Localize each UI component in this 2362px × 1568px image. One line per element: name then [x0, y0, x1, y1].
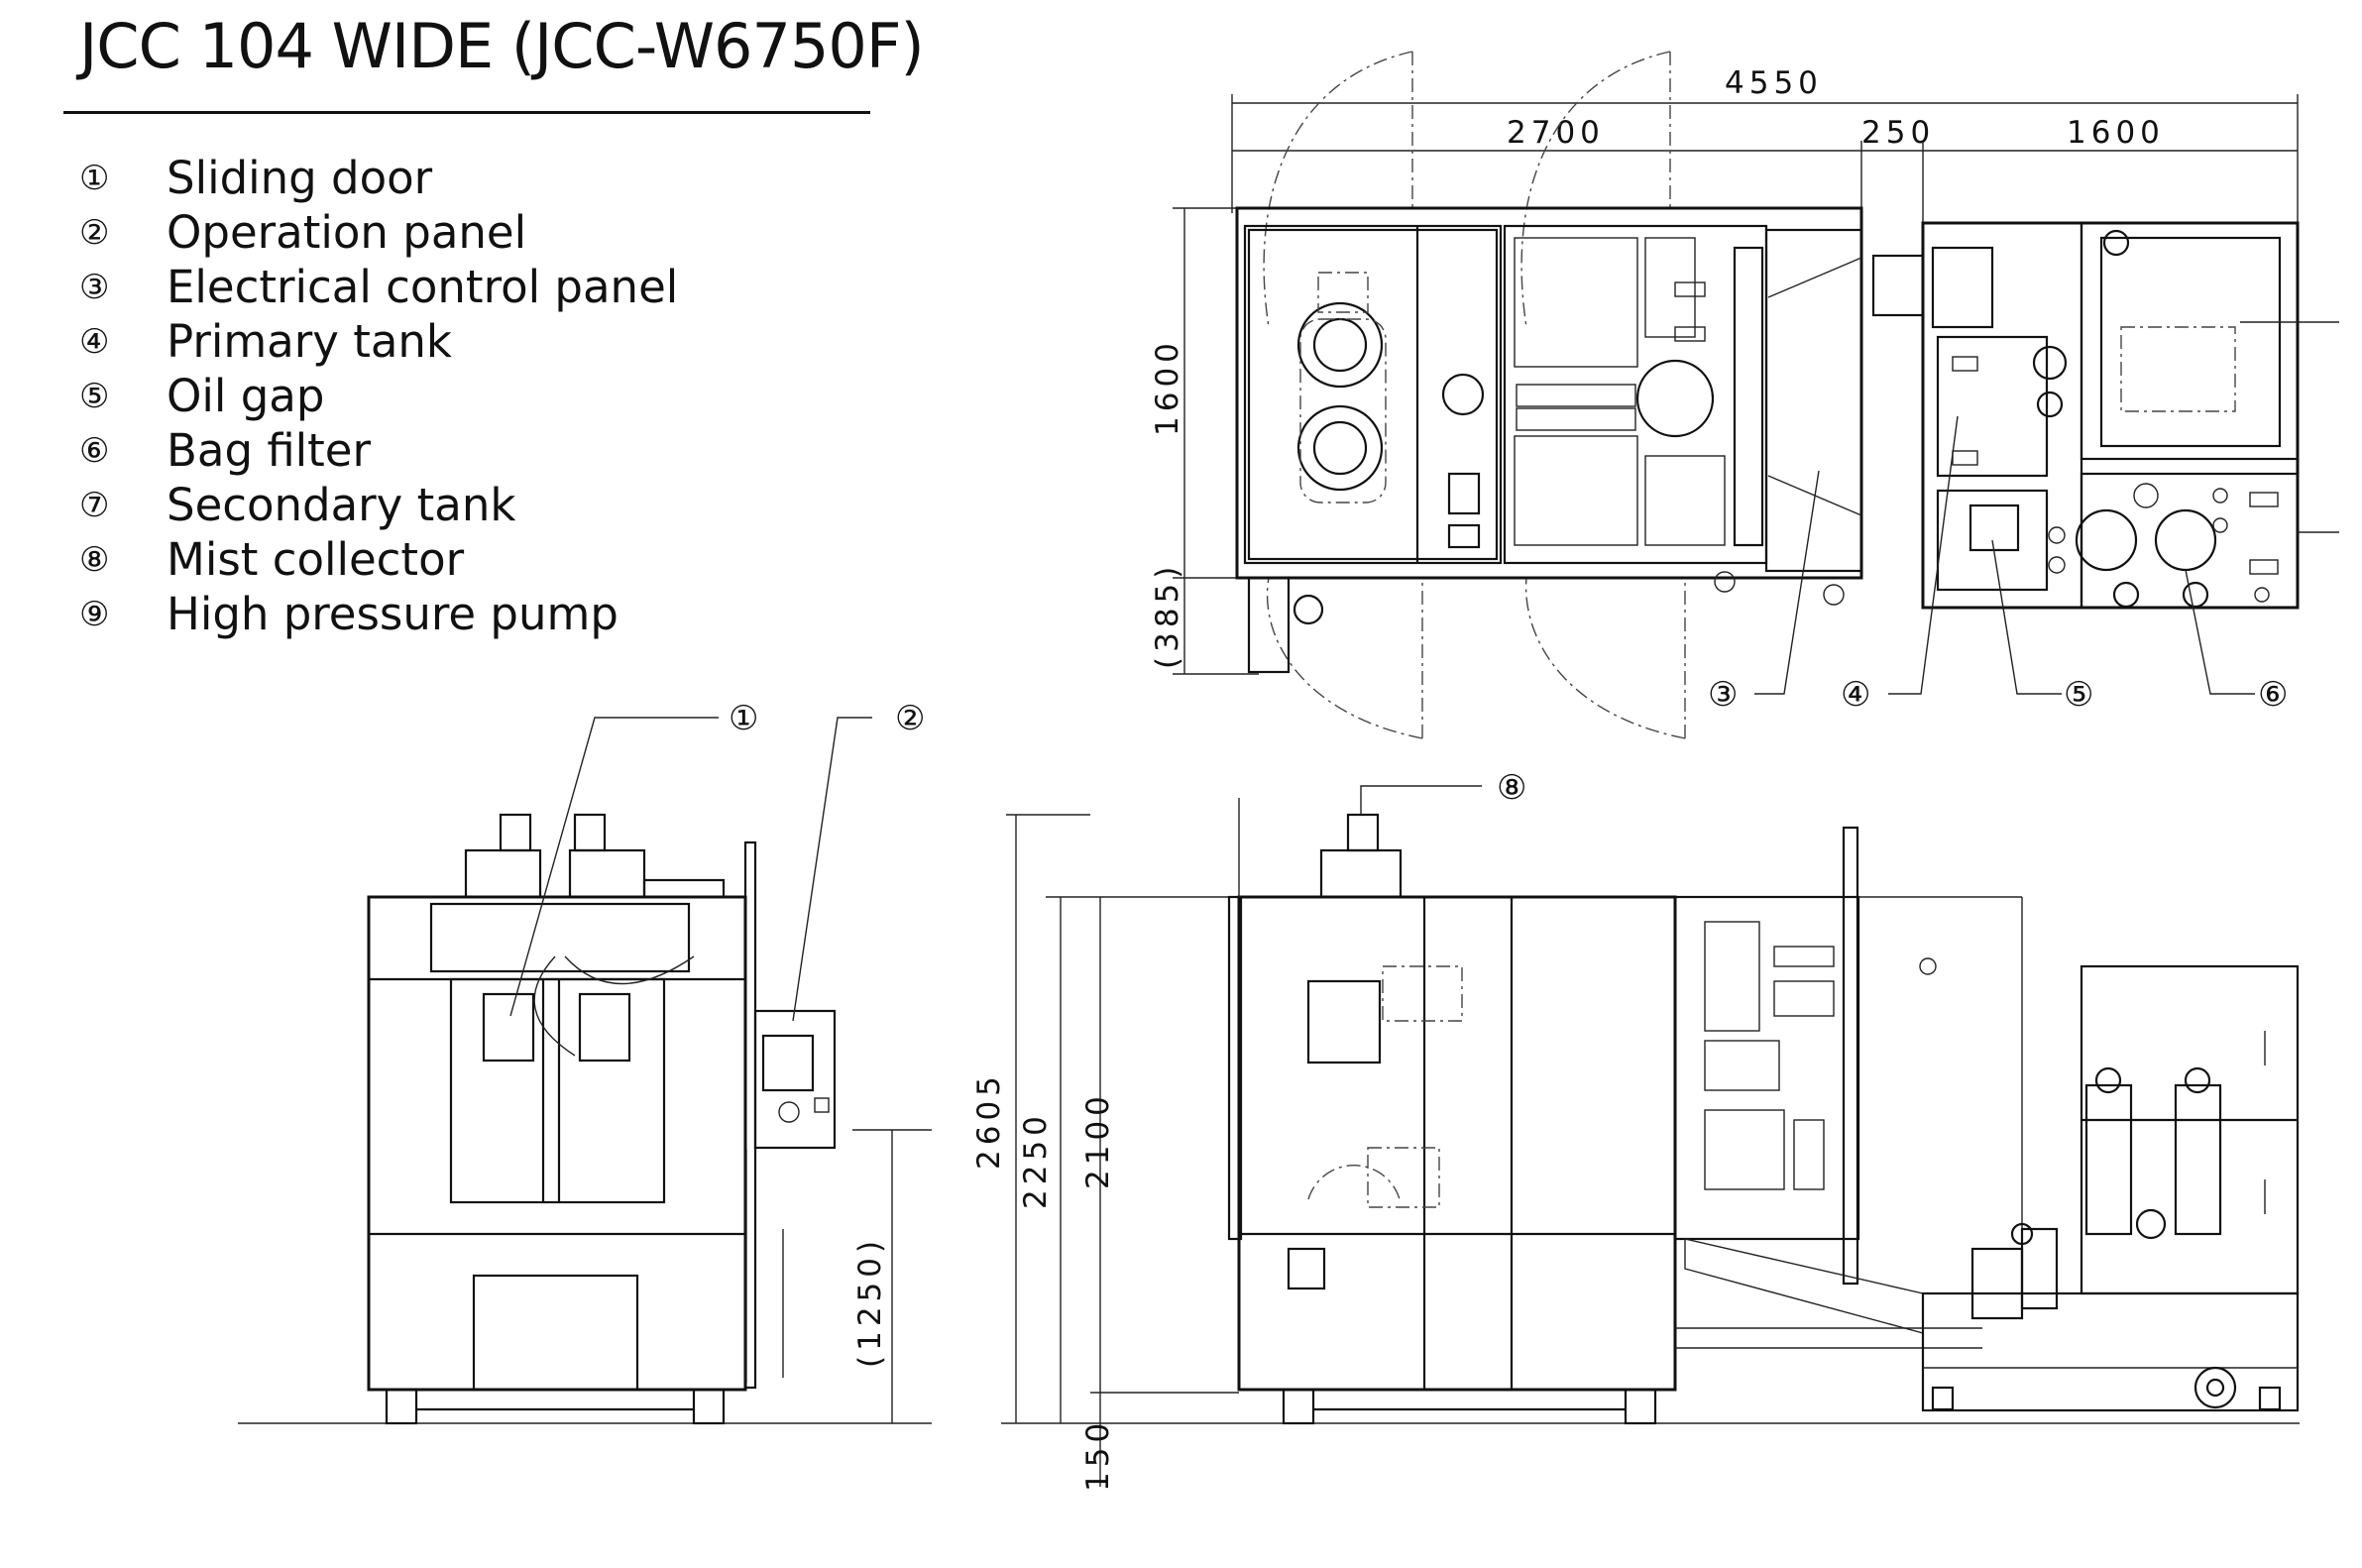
legend-label: Bag filter	[167, 424, 371, 477]
callout-bag-filter: ⑥	[2258, 675, 2288, 715]
dimension-total-height: 2605	[971, 1071, 1007, 1170]
legend-label: Oil gap	[167, 370, 325, 422]
callout-mist-collector: ⑧	[1497, 768, 1526, 808]
legend-item: ② Operation panel	[79, 205, 678, 260]
dimension-base-height: 150	[1080, 1418, 1116, 1492]
legend-label: Primary tank	[167, 315, 452, 368]
dimension-gap-length: 250	[1861, 115, 1935, 151]
legend-label: Operation panel	[167, 206, 527, 259]
dimension-height-b: 2100	[1080, 1091, 1116, 1189]
dimension-tank-length: 1600	[2067, 115, 2165, 151]
callout-primary-tank: ④	[1841, 675, 1870, 715]
callout-electrical-control-panel: ③	[1708, 675, 1738, 715]
plan-dimension-lines	[1173, 94, 2299, 675]
dimension-total-length: 4550	[1725, 65, 1823, 101]
legend-number: ②	[79, 212, 110, 253]
side-view	[1001, 785, 2300, 1487]
legend-item: ⑥ Bag filter	[79, 423, 678, 478]
legend-item: ⑧ Mist collector	[79, 532, 678, 587]
callout-sliding-door: ①	[729, 699, 758, 738]
legend-label: Sliding door	[167, 152, 433, 204]
legend-label: Electrical control panel	[167, 261, 679, 313]
legend-number: ⑧	[79, 539, 110, 580]
dimension-plan-extension: (385)	[1150, 562, 1185, 669]
front-view	[238, 717, 932, 1425]
plan-view: 4550 2700 250 1600 1600 (385)	[1150, 51, 2339, 739]
legend-label: Secondary tank	[167, 479, 516, 531]
legend-number: ④	[79, 321, 110, 362]
legend-label: Mist collector	[167, 533, 465, 586]
legend-number: ⑦	[79, 485, 110, 525]
callout-oil-gap: ⑤	[2064, 675, 2093, 715]
legend-number: ⑤	[79, 376, 110, 416]
dimension-machine-length: 2700	[1507, 115, 1605, 151]
dimension-height-a: 2250	[1018, 1111, 1054, 1209]
page-title: JCC 104 WIDE (JCC-W6750F)	[79, 10, 925, 82]
legend-list: ① Sliding door ② Operation panel ③ Electric…	[79, 151, 678, 641]
legend-item: ④ Primary tank	[79, 314, 678, 369]
legend-number: ③	[79, 267, 110, 307]
legend-number: ⑨	[79, 594, 110, 634]
legend-item: ③ Electrical control panel	[79, 260, 678, 314]
dimension-panel-height: (1250)	[852, 1236, 888, 1368]
legend-number: ⑥	[79, 430, 110, 471]
legend-item: ① Sliding door	[79, 151, 678, 205]
legend-number: ①	[79, 158, 110, 198]
legend-label: High pressure pump	[167, 588, 619, 640]
dimension-plan-depth: 1600	[1150, 338, 1185, 436]
callout-operation-panel: ②	[895, 699, 925, 738]
title-underline	[63, 111, 870, 114]
legend-item: ⑤ Oil gap	[79, 369, 678, 423]
legend-item: ⑨ High pressure pump	[79, 587, 678, 641]
legend-item: ⑦ Secondary tank	[79, 478, 678, 532]
